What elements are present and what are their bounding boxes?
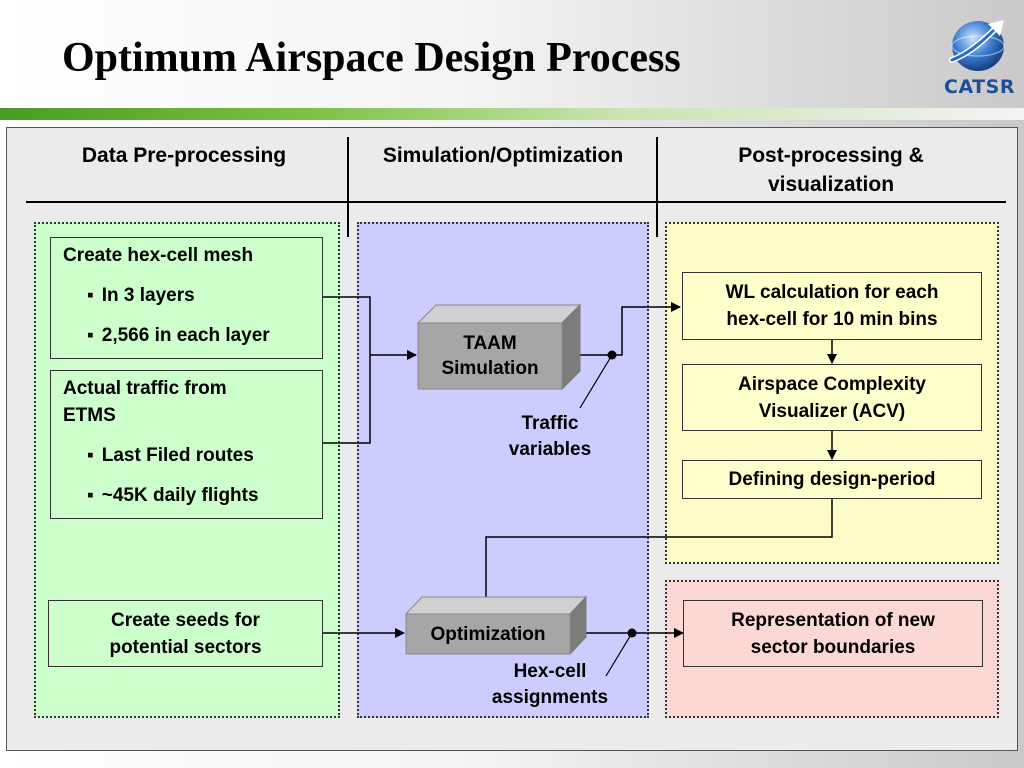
repr-line1: Representation of new xyxy=(731,609,935,631)
acv-line2: Visualizer (ACV) xyxy=(758,400,906,422)
wl-line1: WL calculation for each xyxy=(725,282,939,303)
traffic-variables-leader xyxy=(579,354,613,409)
arrow-taam-to-wl xyxy=(563,302,681,356)
repr-line2: sector boundaries xyxy=(750,636,916,658)
seeds-line2: potential sectors xyxy=(109,636,262,658)
taam-line1: TAAM xyxy=(463,333,517,354)
wl-calculation-box: WL calculation for each hex-cell for 10 … xyxy=(682,272,982,340)
mesh-bullet-1: In 3 layers xyxy=(63,282,322,309)
connector-mesh xyxy=(323,296,371,355)
column-header-post-line1: Post-processing & xyxy=(738,144,924,167)
hex-note-line1: Hex-cell xyxy=(513,661,587,682)
hex-note-line2: assignments xyxy=(491,687,609,708)
optimization-label: Optimization xyxy=(430,624,546,645)
wl-line2: hex-cell for 10 min bins xyxy=(726,309,938,330)
column-separator-2 xyxy=(656,137,658,237)
traffic-note-line2: variables xyxy=(508,439,592,460)
create-seeds-box: Create seeds for potential sectors xyxy=(48,600,323,667)
column-header-post-line2: visualization xyxy=(767,173,895,196)
title-underline-bar xyxy=(0,108,1024,120)
taam-simulation-block xyxy=(416,303,582,391)
traffic-bullet-2: ~45K daily flights xyxy=(63,482,322,509)
representation-box: Representation of new sector boundaries xyxy=(683,600,983,667)
column-header-sim: Simulation/Optimization xyxy=(382,144,624,167)
logo-text: CATSR xyxy=(944,76,1015,98)
optimization-block xyxy=(404,595,588,656)
design-period-box: Defining design-period xyxy=(682,460,982,499)
actual-traffic-box: Actual traffic from ETMS Last Filed rout… xyxy=(50,370,323,519)
acv-line1: Airspace Complexity xyxy=(738,373,926,395)
globe-arrow-icon xyxy=(949,20,1005,71)
design-period-label: Defining design-period xyxy=(728,469,936,490)
traffic-note-line1: Traffic xyxy=(521,413,579,434)
acv-box: Airspace Complexity Visualizer (ACV) xyxy=(682,364,982,431)
slide-title: Optimum Airspace Design Process xyxy=(62,35,681,81)
taam-line2: Simulation xyxy=(441,358,539,379)
hex-cell-leader xyxy=(605,632,633,677)
traffic-variables-note: Traffic variables xyxy=(490,411,610,463)
traffic-bullet-1: Last Filed routes xyxy=(63,442,322,469)
catsr-logo: CATSR xyxy=(944,14,1015,106)
header-divider xyxy=(26,201,1006,203)
mesh-bullet-2: 2,566 in each layer xyxy=(63,322,322,349)
column-header-post: Post-processing & visualization xyxy=(668,141,994,199)
taam-simulation-label: TAAM Simulation xyxy=(418,331,562,381)
arrow-design-to-optimization xyxy=(481,499,833,613)
mesh-title: Create hex-cell mesh xyxy=(63,245,254,266)
hex-cell-mesh-box: Create hex-cell mesh In 3 layers 2,566 i… xyxy=(50,237,323,359)
seeds-line1: Create seeds for xyxy=(111,609,260,631)
traffic-title-line1: Actual traffic from xyxy=(63,378,227,399)
traffic-title-line2: ETMS xyxy=(63,405,116,426)
column-separator-1 xyxy=(347,137,349,237)
connector-traffic xyxy=(323,355,371,444)
hex-cell-assignments-note: Hex-cell assignments xyxy=(470,659,630,711)
column-header-pre: Data Pre-processing xyxy=(81,144,287,167)
